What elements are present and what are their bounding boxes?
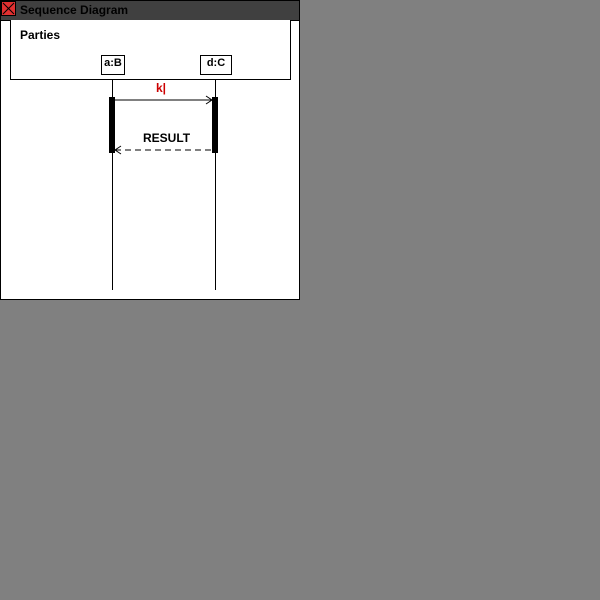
message-label-result[interactable]: RESULT bbox=[143, 131, 191, 145]
result-arrow bbox=[114, 145, 212, 155]
title-bar[interactable]: Sequence Diagram bbox=[1, 1, 299, 21]
activation-bar-d-c[interactable] bbox=[212, 97, 218, 153]
party-a-b[interactable]: a:B bbox=[101, 55, 125, 75]
message-label-call[interactable]: k| bbox=[156, 81, 167, 95]
party-d-c[interactable]: d:C bbox=[200, 55, 232, 75]
sequence-diagram-window: Sequence Diagram Parties a:B d:C k| RESU… bbox=[0, 0, 300, 300]
lifeline-d-c bbox=[215, 80, 216, 290]
call-arrow bbox=[115, 95, 213, 105]
parties-label: Parties bbox=[20, 28, 61, 42]
window-title: Sequence Diagram bbox=[20, 3, 129, 17]
parties-panel: Parties a:B d:C bbox=[10, 20, 291, 80]
close-button[interactable] bbox=[1, 1, 16, 16]
close-icon bbox=[2, 2, 15, 15]
lifeline-a-b bbox=[112, 80, 113, 290]
activation-bar-a-b[interactable] bbox=[109, 97, 115, 153]
